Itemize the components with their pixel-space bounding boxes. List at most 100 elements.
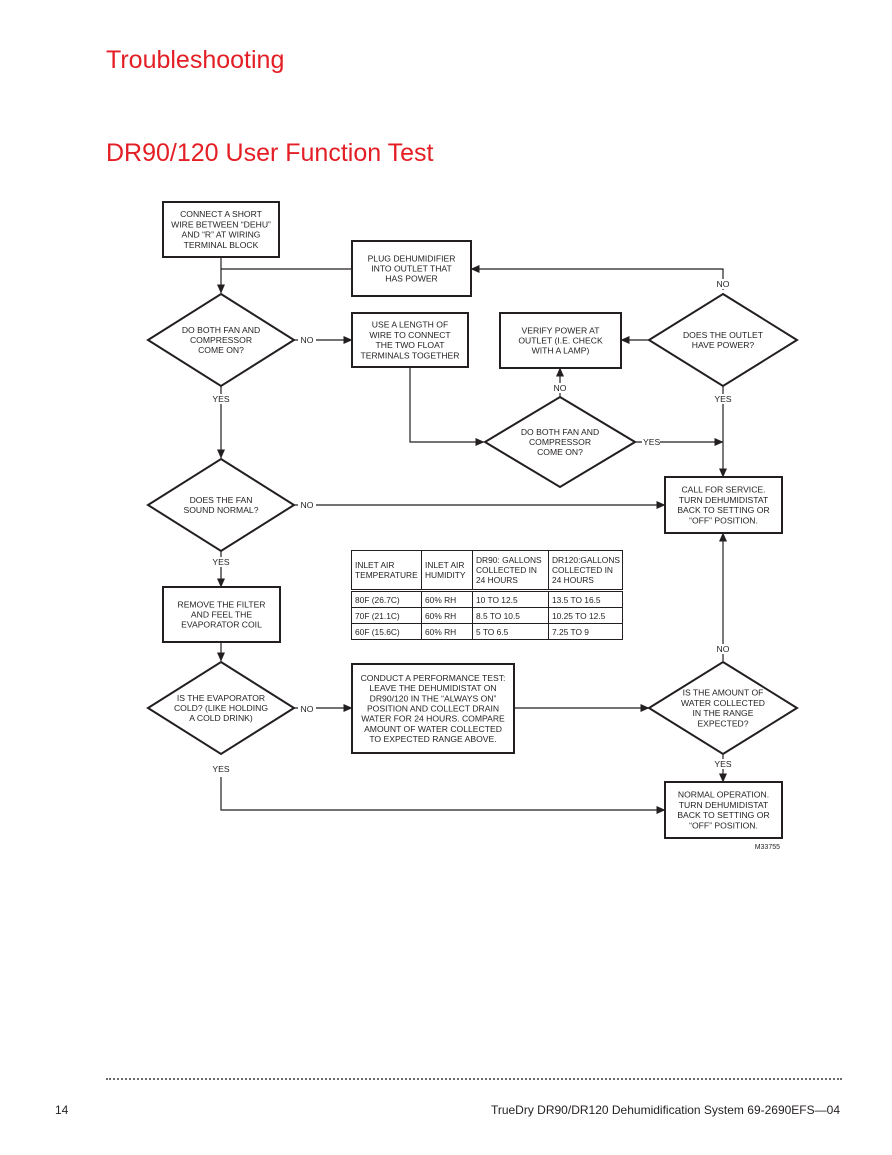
normal-operation-step-text-line: BACK TO SETTING OR <box>677 810 769 820</box>
water-range-decision-text-line: EXPECTED? <box>697 718 748 728</box>
table-cell: 60% RH <box>421 607 473 624</box>
yes-label-backdrop <box>212 557 230 567</box>
outlet-power-decision-text-line: HAVE POWER? <box>692 340 755 350</box>
table-header-line: DR90: GALLONS <box>476 555 542 565</box>
no-label-backdrop <box>298 500 316 510</box>
normal-operation-step-text-line: “OFF” POSITION. <box>689 820 758 830</box>
normal-operation-step-text-line: TURN DEHUMIDISTAT <box>679 800 769 810</box>
table-header-line: 24 HOURS <box>552 575 594 585</box>
page-number: 14 <box>55 1103 69 1117</box>
table-header-line: HUMIDITY <box>425 570 466 580</box>
remove-filter-step <box>162 586 281 643</box>
plug-in-step-text-line: INTO OUTLET THAT <box>371 264 452 274</box>
water-range-decision-text-line: IS THE AMOUNT OF <box>683 688 764 698</box>
connect-wire-step <box>162 201 280 258</box>
no-label-backdrop <box>714 644 732 654</box>
table-cell: 13.5 TO 16.5 <box>548 589 623 608</box>
evaporator-cold-decision <box>146 660 296 756</box>
call-for-service-step-text-line: TURN DEHUMIDISTAT <box>679 495 769 505</box>
table-header-line: 24 HOURS <box>476 575 518 585</box>
yes-label-backdrop <box>642 437 660 447</box>
table-header-line: INLET AIR <box>425 560 465 570</box>
verify-outlet-power-step-shape <box>499 312 622 369</box>
evaporator-cold-decision-shape <box>146 660 296 756</box>
table-cell: 10.25 TO 12.5 <box>548 607 623 624</box>
yes-label: YES <box>714 759 731 769</box>
performance-test-step-text-line: WATER FOR 24 HOURS. COMPARE <box>361 714 505 724</box>
float-terminal-wire-step <box>351 312 469 368</box>
verify-outlet-power-step-text-line: WITH A LAMP) <box>532 346 590 356</box>
fan-compressor-decision-text-line: COME ON? <box>198 345 244 355</box>
table-cell: 5 TO 6.5 <box>472 623 549 640</box>
footer-divider <box>106 1078 842 1080</box>
outlet-power-decision-shape <box>647 292 799 388</box>
performance-test-step-text-line: AMOUNT OF WATER COLLECTED <box>364 724 502 734</box>
float-terminal-wire-step-text-line: THE TWO FLOAT <box>376 340 446 350</box>
connect-wire-step-shape <box>162 201 280 258</box>
yes-label-backdrop <box>714 759 732 769</box>
yes-label: YES <box>212 394 229 404</box>
fan-compressor-decision-text-line: COMPRESSOR <box>190 335 252 345</box>
table-header-line: TEMPERATURE <box>355 570 418 580</box>
fan-compressor-recheck-decision-text-line: COME ON? <box>537 447 583 457</box>
outlet-power-decision-text-line: DOES THE OUTLET <box>683 330 764 340</box>
no-label: NO <box>301 500 314 510</box>
figure-id: M33755 <box>755 844 780 851</box>
footer-document-title: TrueDry DR90/DR120 Dehumidification Syst… <box>490 1103 840 1117</box>
plug-in-step-text-line: HAS POWER <box>385 274 438 284</box>
table-header-line: DR120:GALLONS <box>552 555 620 565</box>
verify-outlet-power-step <box>499 312 622 369</box>
no-label: NO <box>717 279 730 289</box>
no-label-backdrop <box>714 279 732 289</box>
fan-sound-decision <box>146 457 296 553</box>
yes-label: YES <box>212 557 229 567</box>
table-header-line: COLLECTED IN <box>552 565 613 575</box>
yes-label: YES <box>714 394 731 404</box>
performance-test-step-text-line: TO EXPECTED RANGE ABOVE. <box>369 734 496 744</box>
call-for-service-step <box>664 476 783 534</box>
yes-label-backdrop <box>212 394 230 404</box>
table-cell: 80F (26.7C) <box>351 589 422 608</box>
performance-test-step-shape <box>351 663 515 754</box>
no-label-backdrop <box>298 704 316 714</box>
no-label: NO <box>301 704 314 714</box>
connect-wire-step-text-line: CONNECT A SHORT <box>180 209 263 219</box>
water-range-decision-shape <box>647 660 799 756</box>
fan-sound-decision-text-line: SOUND NORMAL? <box>184 505 259 515</box>
evaporator-cold-decision-text-line: COLD? (LIKE HOLDING <box>174 703 268 713</box>
yes-label: YES <box>212 764 229 774</box>
normal-operation-step-text-line: NORMAL OPERATION. <box>678 790 769 800</box>
performance-test-step-text-line: DR90/120 IN THE “ALWAYS ON” <box>370 693 497 703</box>
fan-compressor-recheck-decision-shape <box>483 395 637 489</box>
fan-compressor-recheck-decision <box>483 395 637 489</box>
float-terminal-wire-step-text-line: USE A LENGTH OF <box>372 320 448 330</box>
remove-filter-step-shape <box>162 586 281 643</box>
connect-wire-step-text-line: WIRE BETWEEN “DEHU” <box>171 219 271 229</box>
normal-operation-step <box>664 781 783 839</box>
outlet-power-decision <box>647 292 799 388</box>
call-for-service-step-text-line: “OFF” POSITION. <box>689 515 758 525</box>
float-terminal-wire-step-text-line: WIRE TO CONNECT <box>369 330 451 340</box>
table-cell: 10 TO 12.5 <box>472 589 549 608</box>
table-cell: 7.25 TO 9 <box>548 623 623 640</box>
plug-in-step-text-line: PLUG DEHUMIDIFIER <box>368 253 456 263</box>
table-cell: 70F (21.1C) <box>351 607 422 624</box>
evaporator-cold-decision-text-line: IS THE EVAPORATOR <box>177 693 265 703</box>
table-cell: 8.5 TO 10.5 <box>472 607 549 624</box>
